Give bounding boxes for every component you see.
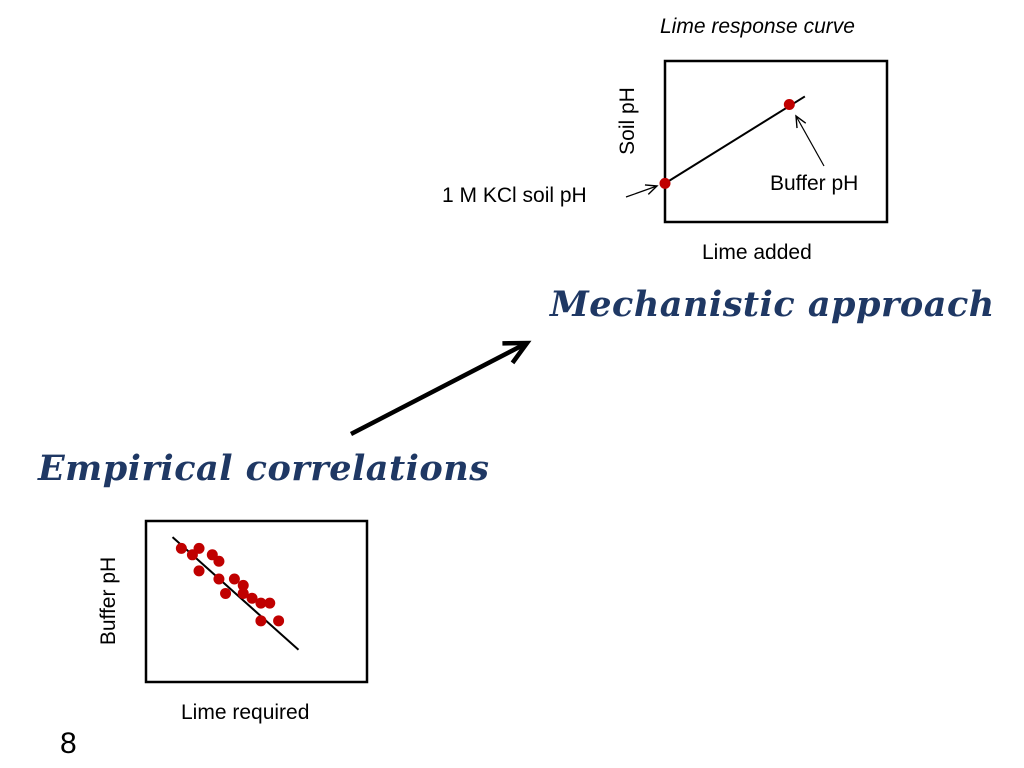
scatter-point [273,615,285,627]
kcl-soil-ph-annotation: 1 M KCl soil pH [442,184,587,207]
kcl-annotation-arrow [625,184,659,198]
buffer-ph-annotation: Buffer pH [770,172,859,195]
scatter-point [264,597,276,609]
response-curve-line [664,95,806,185]
top-chart-x-axis-label: Lime added [702,241,812,264]
scatter-point [255,597,267,609]
scatter-point [220,587,232,599]
scatter-point [175,542,187,554]
bottom-chart-frame [144,519,369,684]
buffer-annotation-arrow [795,114,825,167]
empirical-correlation-chart [144,519,369,684]
scatter-point [193,565,205,577]
kcl-soil-ph-point [659,177,671,189]
scatter-point [193,542,205,554]
buffer-ph-point [783,98,795,110]
top-chart-title: Lime response curve [660,15,855,38]
scatter-point [246,592,258,604]
top-chart-frame [663,59,889,224]
page-number: 8 [60,727,77,760]
scatter-point [255,615,267,627]
progression-arrow [349,343,527,436]
bottom-chart-x-axis-label: Lime required [181,701,310,724]
scatter-point [213,555,225,567]
scatter-point [228,573,240,585]
scatter-point [237,579,249,591]
mechanistic-approach-heading: Mechanistic approach [550,284,995,325]
empirical-correlations-heading: Empirical correlations [38,448,490,489]
scatter-point [213,573,225,585]
lime-response-chart [659,59,889,224]
scatter-point [237,587,249,599]
